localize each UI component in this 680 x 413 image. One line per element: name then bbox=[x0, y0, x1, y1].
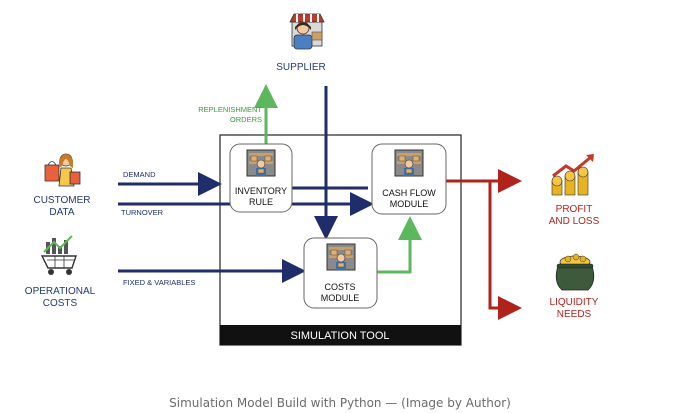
costs-to-cashflow-arrow bbox=[377, 216, 422, 274]
profit-line1: PROFIT bbox=[556, 204, 593, 215]
inventory-line2: RULE bbox=[249, 197, 273, 207]
simulation-diagram: SIMULATION TOOL INVENTORY RULE CASH FLOW… bbox=[25, 13, 600, 346]
warehouse-worker-icon bbox=[246, 149, 276, 177]
demand-label: DEMAND bbox=[123, 170, 156, 179]
replenishment-line1: REPLENISHMENT bbox=[198, 105, 262, 114]
cashflow-line2: MODULE bbox=[390, 199, 429, 209]
simulation-tool-bar bbox=[220, 325, 461, 345]
cart-chart-icon bbox=[40, 235, 77, 275]
cash-flow-module: CASH FLOW MODULE bbox=[371, 143, 447, 215]
coins-growth-icon bbox=[551, 154, 594, 196]
inventory-line1: INVENTORY bbox=[235, 186, 287, 196]
cashflow-to-liquidity-arrow bbox=[488, 181, 522, 320]
turnover-label: TURNOVER bbox=[121, 208, 164, 217]
supplier-label: SUPPLIER bbox=[276, 62, 325, 73]
profit-line2: AND LOSS bbox=[549, 216, 600, 227]
costs-module: COSTS MODULE bbox=[303, 237, 378, 309]
operational-line2: COSTS bbox=[43, 298, 78, 309]
fixed-variables-label: FIXED & VARIABLES bbox=[123, 278, 195, 287]
figure-caption: Simulation Model Build with Python — (Im… bbox=[169, 396, 511, 410]
warehouse-worker-icon bbox=[394, 149, 424, 177]
customer-line1: CUSTOMER bbox=[33, 195, 90, 206]
costs-line2: MODULE bbox=[321, 293, 360, 303]
operational-line1: OPERATIONAL bbox=[25, 286, 96, 297]
liquidity-line2: NEEDS bbox=[557, 309, 592, 320]
inventory-rule-module: INVENTORY RULE bbox=[229, 143, 293, 213]
customer-line2: DATA bbox=[49, 207, 75, 218]
costs-line1: COSTS bbox=[324, 282, 355, 292]
cashflow-line1: CASH FLOW bbox=[382, 188, 436, 198]
replenishment-line2: ORDERS bbox=[230, 115, 262, 124]
pot-of-gold-icon bbox=[555, 253, 595, 291]
warehouse-worker-icon bbox=[326, 243, 356, 271]
liquidity-line1: LIQUIDITY bbox=[550, 297, 599, 308]
simulation-tool-label: SIMULATION TOOL bbox=[290, 330, 389, 342]
supplier-person-icon bbox=[289, 13, 325, 50]
shopping-woman-icon bbox=[44, 153, 81, 187]
